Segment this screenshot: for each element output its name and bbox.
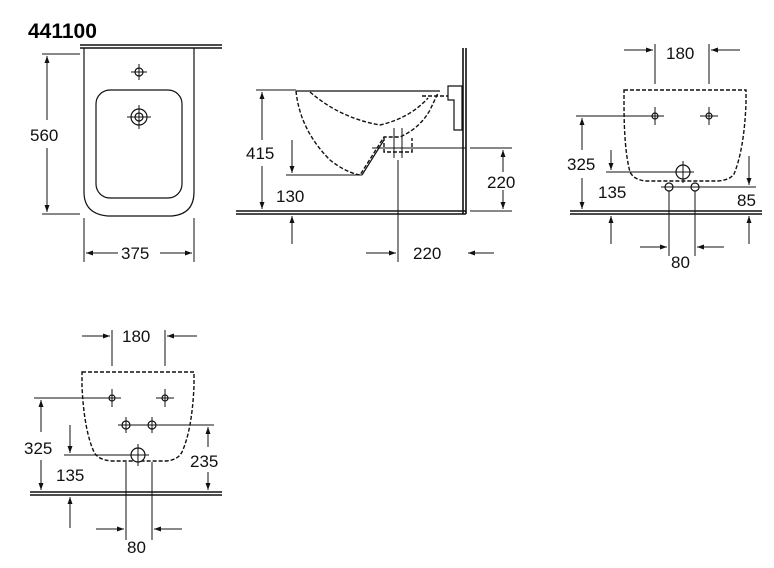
dim-top-height: 560	[30, 126, 58, 145]
outlet-pipe	[383, 137, 413, 153]
pedestal-front	[361, 139, 385, 176]
dim-front-bolt-spacing: 180	[666, 44, 694, 63]
dim-side-horizontal: 220	[413, 244, 441, 263]
dim-front-supply-spacing: 80	[671, 253, 690, 272]
dim-rear-outlet-height: 235	[190, 452, 218, 471]
rear-view: 180 325 135 235 80	[24, 327, 222, 557]
floor-line	[236, 210, 466, 215]
dim-side-height: 415	[246, 144, 274, 163]
front-view: 180 325 135 85 80	[567, 44, 762, 272]
bidet-rear-outline	[81, 371, 195, 462]
dim-front-bolt-height: 325	[567, 155, 595, 174]
basin-outline	[95, 89, 183, 199]
bidet-outline	[83, 48, 195, 217]
bidet-front-outline	[623, 89, 747, 182]
dim-rear-bolt-spacing: 180	[122, 327, 150, 346]
dim-side-outlet: 130	[276, 187, 304, 206]
side-view: 415 130 220 220	[236, 48, 515, 263]
dim-rear-supply-height: 135	[56, 466, 84, 485]
wall-line-side	[462, 48, 467, 214]
dim-top-width: 375	[121, 244, 149, 263]
dim-rear-supply-spacing: 80	[127, 538, 146, 557]
mounting-bracket	[447, 85, 463, 131]
dim-front-supply-height: 135	[598, 183, 626, 202]
dim-front-outlet-height: 85	[737, 191, 756, 210]
floor-line-front	[570, 210, 762, 215]
wall-line	[80, 44, 222, 49]
dim-rear-bolt-height: 325	[24, 439, 52, 458]
bowl-profile	[295, 90, 439, 176]
top-view: 560 375	[30, 44, 222, 263]
product-number: 441100	[28, 20, 97, 43]
dim-side-vertical: 220	[487, 173, 515, 192]
